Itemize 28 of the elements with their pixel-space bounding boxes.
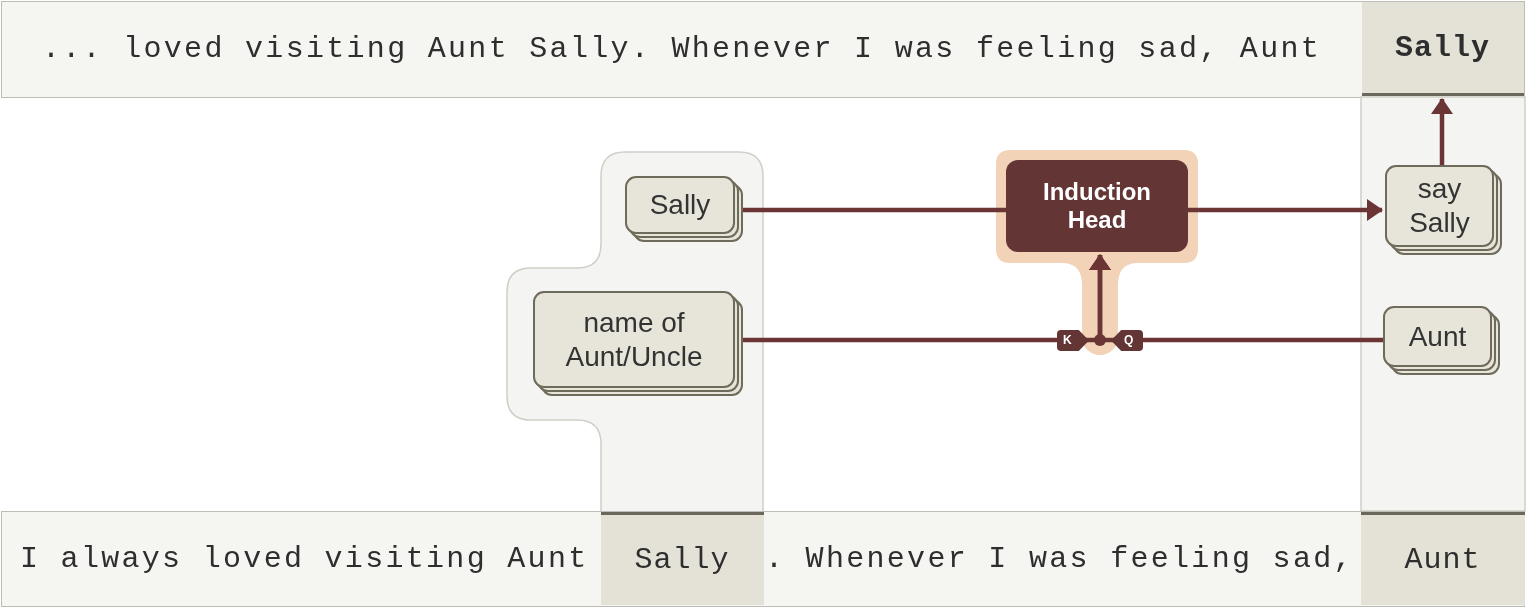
token-text: Aunt xyxy=(1404,542,1481,578)
head-label: Induction Head xyxy=(1042,178,1152,234)
feature-card xyxy=(1385,165,1502,255)
attention-head-box xyxy=(1006,160,1188,252)
feature-label: name of Aunt/Uncle xyxy=(564,305,704,374)
arrow xyxy=(1431,98,1453,165)
sentence-text: . Whenever I was feeling sad, xyxy=(765,540,1354,577)
feature-label: say Sally xyxy=(1408,172,1471,240)
edge-label: K xyxy=(1057,330,1089,351)
sentence-strip xyxy=(1,511,1525,607)
token-text: Sally xyxy=(634,542,730,578)
arrow xyxy=(1089,254,1383,343)
feature-label: Aunt xyxy=(1408,319,1467,354)
token-cell xyxy=(1360,512,1525,605)
feature-card xyxy=(1383,306,1500,375)
sentence-text: I always loved visiting Aunt xyxy=(20,540,589,577)
sentence-strip xyxy=(1,1,1525,98)
column-panel xyxy=(1361,97,1525,511)
feature-card xyxy=(625,176,743,242)
token-text: Sally xyxy=(1395,29,1490,66)
connector-line xyxy=(743,207,1006,213)
sentence-text: ... loved visiting Aunt Sally. Whenever I was feeling sad, Aunt xyxy=(42,31,1322,67)
feature-label: Sally xyxy=(649,188,711,222)
feature-card xyxy=(533,291,743,396)
arrow xyxy=(1188,199,1383,221)
token-cell xyxy=(600,512,764,605)
token-cell xyxy=(1361,2,1524,96)
column-panel xyxy=(507,152,763,512)
